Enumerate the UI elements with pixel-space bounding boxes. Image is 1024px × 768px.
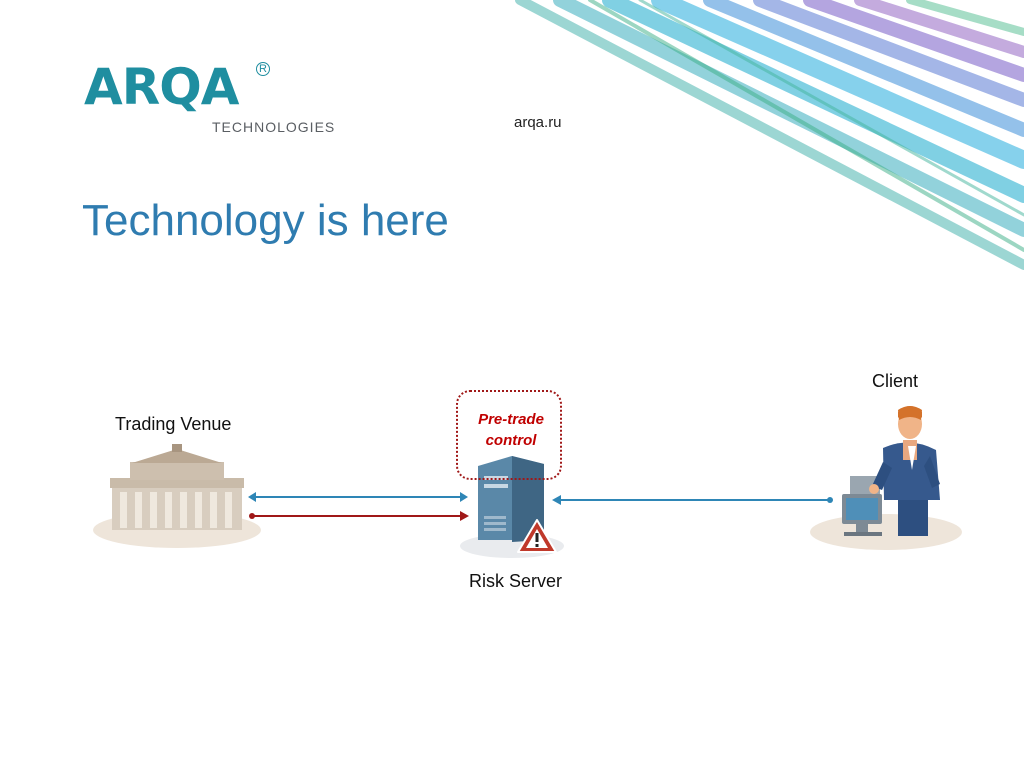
decorative-swoosh bbox=[515, 0, 1024, 270]
person-at-computer-icon bbox=[810, 406, 962, 550]
site-url[interactable]: arqa.ru bbox=[514, 114, 562, 131]
client-label: Client bbox=[872, 371, 919, 391]
risk-server-label: Risk Server bbox=[469, 571, 563, 591]
server-client-link bbox=[552, 495, 833, 505]
warning-icon bbox=[517, 519, 557, 553]
logo-subtext: TECHNOLOGIES bbox=[212, 119, 336, 135]
venue-server-link-red bbox=[249, 511, 469, 521]
building-icon bbox=[93, 444, 261, 548]
registered-mark: R bbox=[256, 62, 270, 76]
pretrade-control-frame bbox=[456, 390, 562, 480]
logo-wordmark: ARQA bbox=[84, 58, 239, 116]
trading-venue-label: Trading Venue bbox=[115, 414, 232, 434]
page-title: Technology is here bbox=[82, 196, 449, 245]
venue-server-link-blue bbox=[248, 492, 468, 502]
pretrade-control-label: Pre-trade control bbox=[478, 411, 544, 449]
company-logo: ARQA R TECHNOLOGIES bbox=[84, 62, 354, 142]
